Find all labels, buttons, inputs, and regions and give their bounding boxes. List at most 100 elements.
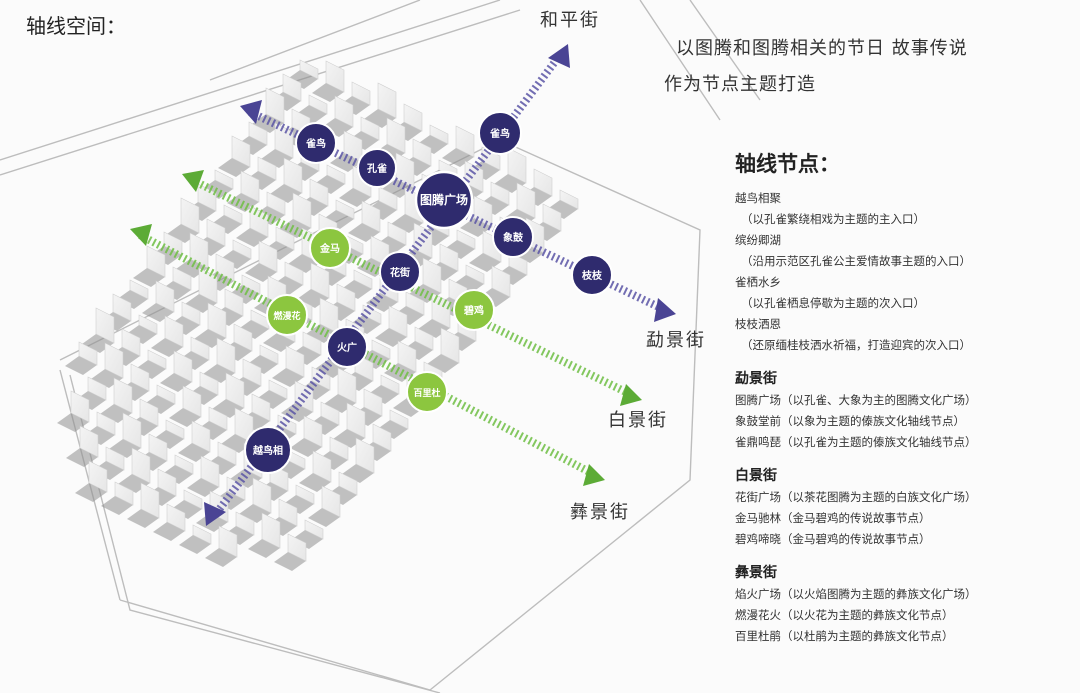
building-block: [507, 147, 527, 184]
building-block: [206, 218, 226, 247]
building-shadow: [134, 360, 166, 379]
building-block: [372, 423, 392, 452]
building-block: [112, 293, 132, 322]
building-shadow: [150, 246, 182, 265]
building-shadow: [416, 135, 448, 154]
building-block: [464, 160, 484, 193]
building-block: [405, 291, 425, 316]
building-block: [78, 341, 98, 366]
legend-section-title: 白景街: [735, 468, 777, 484]
building-shadow: [274, 552, 306, 571]
building-block: [216, 337, 236, 374]
building-block: [363, 388, 383, 417]
building-block: [266, 191, 286, 216]
legend-node-name: 雀栖水乡: [735, 275, 781, 289]
svg-text:雀鸟: 雀鸟: [489, 127, 510, 140]
svg-text:枝枝: 枝枝: [581, 269, 603, 282]
building-block: [240, 170, 260, 203]
building-shadow: [367, 385, 399, 404]
building-shadow: [186, 386, 218, 405]
axis-arrow-icon: [620, 384, 642, 406]
building-block: [218, 525, 238, 558]
node-green-3: 燃漫花: [266, 294, 308, 336]
building-block: [335, 199, 355, 220]
building-block: [166, 503, 186, 532]
legend-section-item: 花街广场（以茶花图腾为主题的白族文化广场）: [735, 490, 977, 504]
legend-section-item: 焰火广场（以火焰图腾为主题的彝族文化广场）: [735, 587, 977, 601]
building-block: [114, 481, 134, 506]
building-block: [242, 358, 262, 387]
building-shadow: [376, 420, 408, 439]
building-block: [192, 524, 212, 545]
building-shadow: [74, 391, 106, 410]
legend-section-item: 象鼓堂前（以象为主题的傣族文化轴线节点）: [735, 414, 965, 428]
building-shadow: [125, 325, 157, 344]
building-block: [321, 485, 341, 518]
building-block: [302, 331, 322, 356]
building-shadow: [75, 483, 107, 502]
building-block: [105, 446, 125, 471]
building-shadow: [246, 355, 278, 374]
building-shadow: [342, 464, 374, 483]
building-shadow: [244, 171, 276, 190]
legend-section-title: 勐景街: [735, 371, 777, 387]
building-block: [214, 169, 234, 190]
axis-yijing: [130, 224, 605, 486]
building-block: [140, 482, 160, 519]
building-shadow: [478, 288, 510, 307]
legend-section-item: 百里杜鹃（以杜鹃为主题的彝族文化节点）: [735, 629, 954, 643]
building-block: [351, 81, 371, 106]
building-shadow: [322, 210, 354, 229]
legend-section-title: 彝景街: [735, 565, 777, 581]
building-shadow: [271, 276, 303, 295]
building-block: [250, 309, 270, 330]
building-shadow: [308, 508, 340, 527]
svg-text:燃漫花: 燃漫花: [273, 310, 300, 322]
building-block: [131, 447, 151, 484]
building-shadow: [152, 430, 184, 449]
building-block: [191, 420, 211, 453]
building-block: [224, 288, 244, 317]
building-block: [337, 367, 357, 404]
building-block: [265, 87, 285, 124]
building-shadow: [219, 250, 251, 269]
node-purple-2: 孔雀: [357, 148, 397, 188]
building-shadow: [282, 495, 314, 514]
svg-text:越鸟相: 越鸟相: [252, 444, 283, 457]
building-block: [248, 121, 268, 146]
svg-text:碧鸡: 碧鸡: [463, 304, 484, 317]
building-block: [361, 200, 381, 233]
building-block: [181, 301, 201, 326]
building-shadow: [298, 381, 330, 400]
building-shadow: [307, 416, 339, 435]
building-block: [346, 402, 366, 439]
node-green-4: 百里杜: [406, 371, 448, 413]
building-block: [275, 226, 295, 251]
building-block: [231, 135, 251, 168]
legend-section-item: 金马驰林（金马碧鸡的传说故事节点）: [735, 511, 931, 525]
building-block: [268, 379, 288, 400]
building-block: [440, 327, 460, 364]
svg-text:图腾广场: 图腾广场: [420, 192, 468, 207]
node-green-1: 金马: [309, 227, 351, 269]
building-block: [155, 280, 175, 313]
building-block: [362, 304, 382, 325]
building-block: [165, 419, 185, 440]
building-block: [355, 437, 375, 474]
building-block: [138, 314, 158, 335]
building-block: [252, 477, 272, 514]
building-shadow: [248, 539, 280, 558]
building-block: [325, 60, 345, 93]
building-shadow: [222, 526, 254, 545]
building-block: [207, 302, 227, 339]
building-block: [378, 186, 398, 211]
building-shadow: [349, 315, 381, 334]
building-shadow: [546, 200, 578, 219]
building-block: [287, 533, 307, 562]
building-shadow: [262, 241, 294, 260]
building-block: [182, 385, 202, 418]
building-block: [257, 156, 277, 181]
node-purple-8: 越鸟相: [244, 426, 292, 474]
building-block: [284, 261, 304, 286]
building-block: [309, 178, 329, 207]
